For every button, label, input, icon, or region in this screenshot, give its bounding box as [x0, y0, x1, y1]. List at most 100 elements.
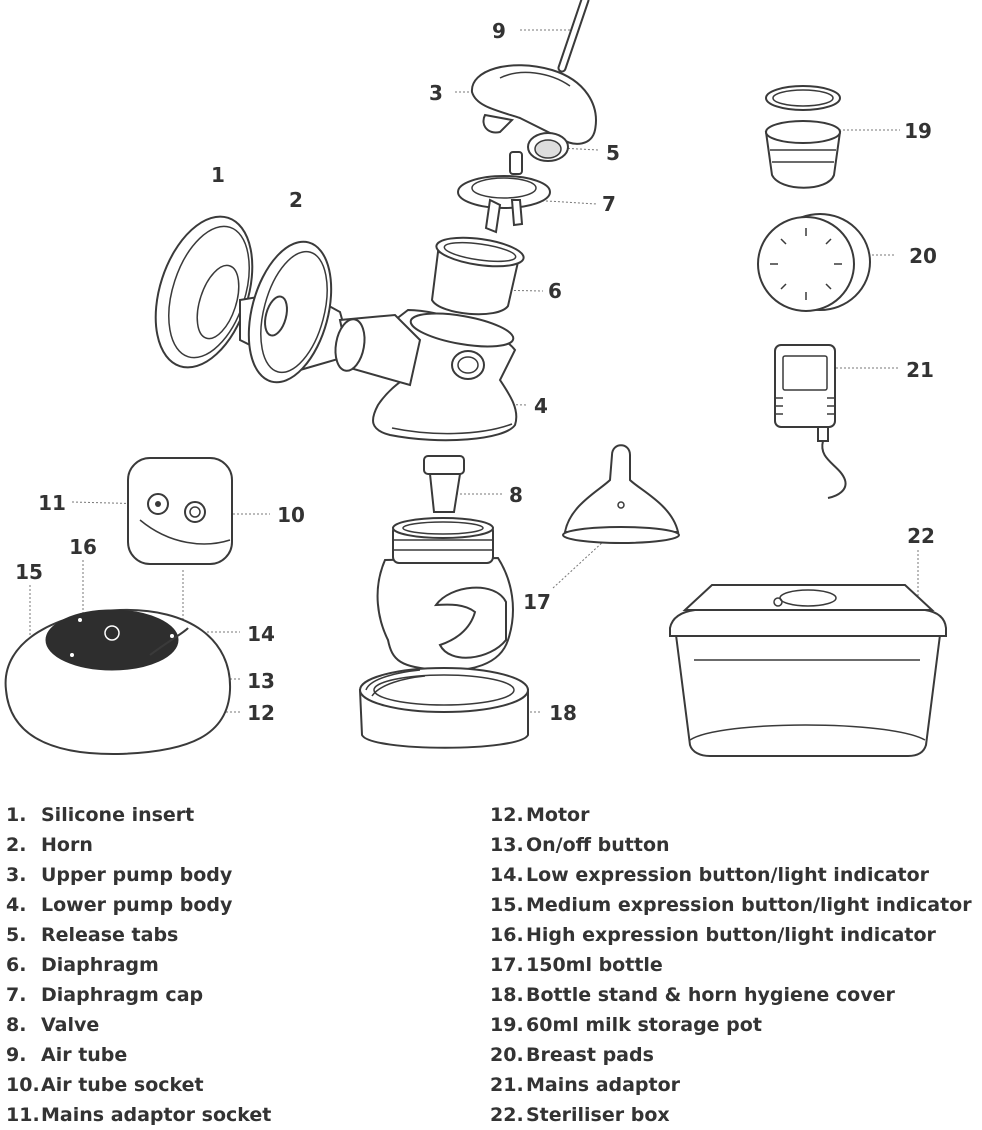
callout-8: 8 [509, 483, 523, 507]
legend-item-label: Horn [41, 834, 93, 856]
legend-item-label: On/off button [526, 834, 670, 856]
legend-item-number: 19. [490, 1014, 524, 1036]
legend-item-number: 10. [6, 1074, 40, 1096]
legend-item: 15.Medium expression button/light indica… [490, 890, 972, 920]
callout-21: 21 [906, 358, 934, 382]
lower-pump-body [334, 308, 518, 442]
steriliser-box [669, 584, 947, 757]
diaphragm-cap [457, 151, 551, 234]
callout-6: 6 [548, 279, 562, 303]
legend-item: 21.Mains adaptor [490, 1070, 972, 1100]
diaphragm [430, 236, 525, 316]
legend-item-label: Air tube [41, 1044, 128, 1066]
motor [4, 608, 232, 756]
legend-item-number: 18. [490, 984, 524, 1006]
low-expression-light[interactable] [170, 634, 174, 638]
legend-item-number: 14. [490, 864, 524, 886]
callout-19: 19 [904, 119, 932, 143]
legend-item: 12.Motor [490, 800, 972, 830]
legend-item-number: 1. [6, 804, 27, 826]
legend-item-number: 13. [490, 834, 524, 856]
callout-3: 3 [429, 81, 443, 105]
legend-item: 1. Silicone insert [6, 800, 271, 830]
legend-item: 3. Upper pump body [6, 860, 271, 890]
legend-item-number: 15. [490, 894, 524, 916]
legend-item-number: 20. [490, 1044, 524, 1066]
legend-item-label: Low expression button/light indicator [526, 864, 930, 886]
legend-left-column: 1. Silicone insert 2. Horn 3. Upper pump bo… [6, 800, 271, 1130]
legend-item-label: Diaphragm cap [41, 984, 204, 1006]
legend-item-number: 7. [6, 984, 27, 1006]
mains-adaptor [774, 344, 847, 499]
legend-item: 17.150ml bottle [490, 950, 972, 980]
horn [239, 240, 354, 384]
legend-item-label: Upper pump body [41, 864, 233, 886]
callout-4: 4 [534, 394, 548, 418]
legend-item-number: 17. [490, 954, 524, 976]
bottle [376, 517, 514, 672]
legend-item-label: Valve [41, 1014, 100, 1036]
legend-item-label: Medium expression button/light indicator [526, 894, 972, 916]
silicone-insert [154, 215, 254, 369]
upper-pump-body [470, 64, 597, 162]
callout-10: 10 [277, 503, 305, 527]
callout-17: 17 [523, 590, 551, 614]
legend-item-label: Motor [526, 804, 590, 826]
legend-item: 8. Valve [6, 1010, 271, 1040]
legend-item: 11.Mains adaptor socket [6, 1100, 271, 1130]
legend-item-label: 150ml bottle [526, 954, 663, 976]
legend-item-number: 11. [6, 1104, 40, 1126]
legend-item-label: Mains adaptor [526, 1074, 681, 1096]
legend-item-number: 2. [6, 834, 27, 856]
legend-item-label: Release tabs [41, 924, 179, 946]
callout-11: 11 [38, 491, 66, 515]
legend-item: 19.60ml milk storage pot [490, 1010, 972, 1040]
callout-16: 16 [69, 535, 97, 559]
legend-item-number: 3. [6, 864, 27, 886]
legend-item-number: 12. [490, 804, 524, 826]
legend-item: 10.Air tube socket [6, 1070, 271, 1100]
legend-item-label: Bottle stand & horn hygiene cover [526, 984, 895, 1006]
legend-item-number: 16. [490, 924, 524, 946]
legend-right-column: 12.Motor 13.On/off button 14.Low express… [490, 800, 972, 1130]
legend-item: 4. Lower pump body [6, 890, 271, 920]
legend-item-number: 4. [6, 894, 27, 916]
callout-15: 15 [15, 560, 43, 584]
exploded-parts-diagram: 1 2 3 4 5 6 7 8 9 10 11 12 13 14 15 16 1… [4, 0, 947, 757]
legend-item-number: 5. [6, 924, 27, 946]
legend-item-label: Air tube socket [41, 1074, 204, 1096]
milk-storage-pot [764, 85, 842, 189]
callout-9: 9 [492, 19, 506, 43]
legend-item-number: 21. [490, 1074, 524, 1096]
legend-item-label: 60ml milk storage pot [526, 1014, 762, 1036]
bottle-teat [562, 444, 680, 544]
valve [423, 455, 465, 513]
callout-2: 2 [289, 188, 303, 212]
high-expression-light[interactable] [78, 618, 82, 622]
legend-item: 16.High expression button/light indicato… [490, 920, 972, 950]
legend-item-label: Lower pump body [41, 894, 233, 916]
socket-inset [127, 457, 233, 565]
on-off-button[interactable] [104, 625, 120, 641]
callout-1: 1 [211, 163, 225, 187]
callout-numbers: 1 2 3 4 5 6 7 8 9 10 11 12 13 14 15 16 1… [15, 19, 937, 725]
legend-item: 13.On/off button [490, 830, 972, 860]
callout-12: 12 [247, 701, 275, 725]
legend-item: 6.Diaphragm [6, 950, 271, 980]
callout-18: 18 [549, 701, 577, 725]
air-tube [557, 0, 590, 73]
legend-item: 18.Bottle stand & horn hygiene cover [490, 980, 972, 1010]
legend-item-number: 9. [6, 1044, 27, 1066]
legend-item: 2. Horn [6, 830, 271, 860]
legend-item: 22.Steriliser box [490, 1100, 972, 1130]
legend-item-label: Diaphragm [41, 954, 159, 976]
legend-item-number: 8. [6, 1014, 27, 1036]
breast-pads [757, 213, 871, 312]
legend-item: 20.Breast pads [490, 1040, 972, 1070]
legend-item: 5. Release tabs [6, 920, 271, 950]
legend-item: 14.Low expression button/light indicator [490, 860, 972, 890]
callout-20: 20 [909, 244, 937, 268]
legend-item-label: Silicone insert [41, 804, 195, 826]
bottle-stand [358, 667, 529, 749]
medium-expression-light[interactable] [70, 653, 74, 657]
